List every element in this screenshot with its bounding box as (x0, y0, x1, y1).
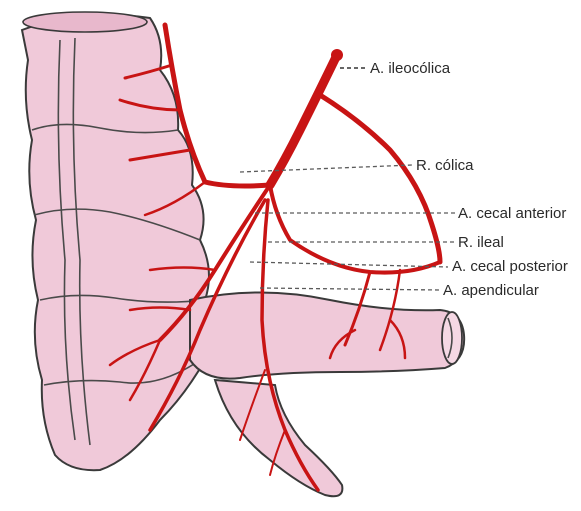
terminal-ileum (190, 293, 464, 379)
label-cecal-anterior: A. cecal anterior (458, 205, 566, 222)
leader-appendicular (260, 288, 440, 290)
ascending-colon (22, 12, 213, 470)
appendix (215, 380, 342, 496)
label-ileal: R. ileal (458, 234, 504, 251)
label-cecal-posterior: A. cecal posterior (452, 258, 568, 275)
labels: A. ileocólica R. cólica A. cecal anterio… (370, 60, 568, 299)
label-colic: R. cólica (416, 157, 474, 174)
leader-colic (240, 165, 412, 172)
label-ileocolic: A. ileocólica (370, 60, 451, 77)
label-appendicular: A. apendicular (443, 282, 539, 299)
